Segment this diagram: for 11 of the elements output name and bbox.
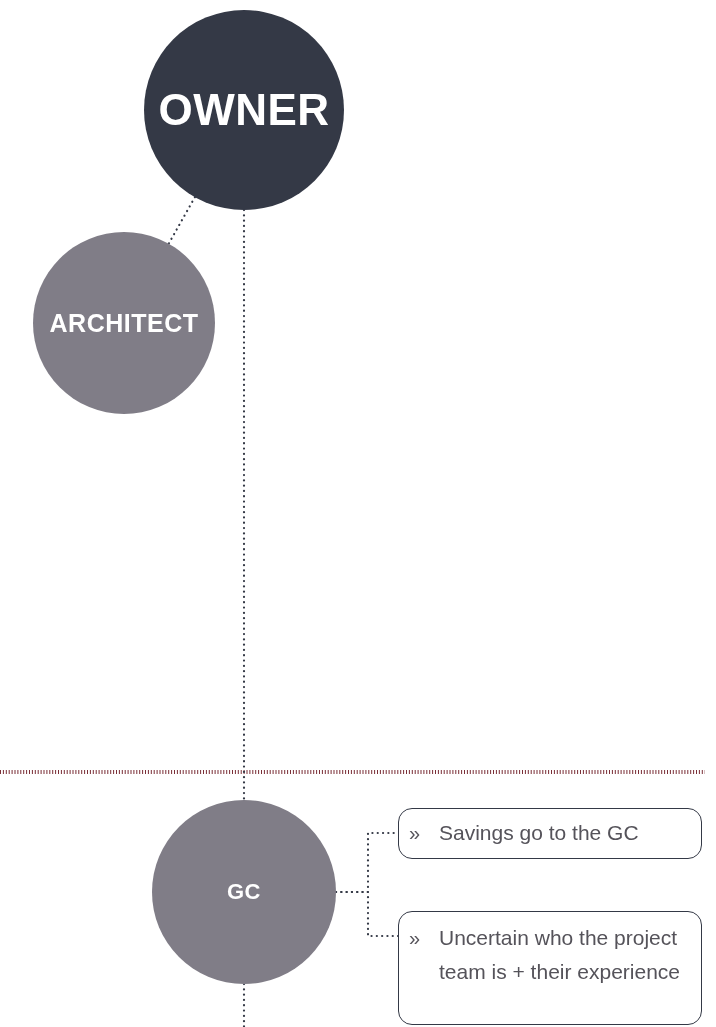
note-box: [398, 911, 702, 1025]
role-label: GC: [227, 881, 261, 903]
dotted-connector: [242, 982, 246, 1027]
note-box: [398, 808, 702, 859]
role-label: OWNER: [158, 88, 330, 132]
note-text: Uncertain who the project team is + their experience: [439, 925, 682, 985]
dotted-connector: [242, 208, 246, 802]
bullet-mark: »: [409, 926, 422, 951]
bullet-mark: »: [409, 821, 422, 846]
role-label: ARCHITECT: [49, 310, 199, 336]
note-text: Savings go to the GC: [439, 820, 640, 846]
